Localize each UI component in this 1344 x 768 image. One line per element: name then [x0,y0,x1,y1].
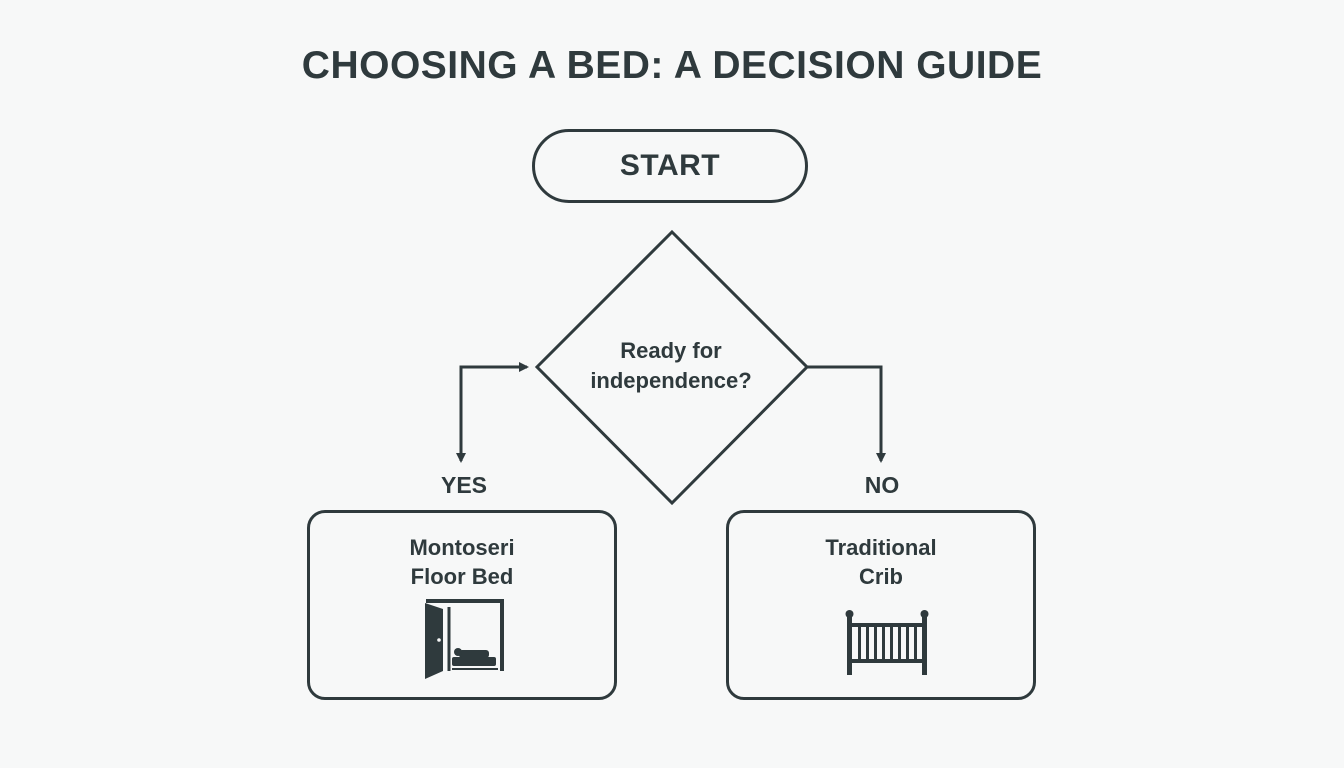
no-connector [807,365,886,463]
result-crib-title: Traditional Crib [729,533,1033,591]
decision-question-line-2: independence? [590,368,752,393]
result-crib-line-2: Crib [859,564,903,589]
page-title: CHOOSING A BED: A DECISION GUIDE [301,44,1043,87]
crib-icon [845,610,929,675]
floor-bed-door-icon [425,599,504,679]
result-crib-line-1: Traditional [825,535,937,560]
yes-connector-to-diamond [459,362,529,420]
decision-diamond [534,229,810,506]
no-branch-label: NO [864,472,900,498]
decision-question: Ready for independence? [560,336,782,396]
result-floor-bed-title: Montoseri Floor Bed [310,533,614,591]
yes-branch-label: YES [440,472,488,498]
start-node: START [532,129,808,203]
result-floor-bed: Montoseri Floor Bed [307,510,617,700]
result-traditional-crib: Traditional Crib [726,510,1036,700]
result-floor-bed-line-2: Floor Bed [410,564,514,589]
result-floor-bed-line-1: Montoseri [409,535,515,560]
decision-question-line-1: Ready for [620,338,722,363]
